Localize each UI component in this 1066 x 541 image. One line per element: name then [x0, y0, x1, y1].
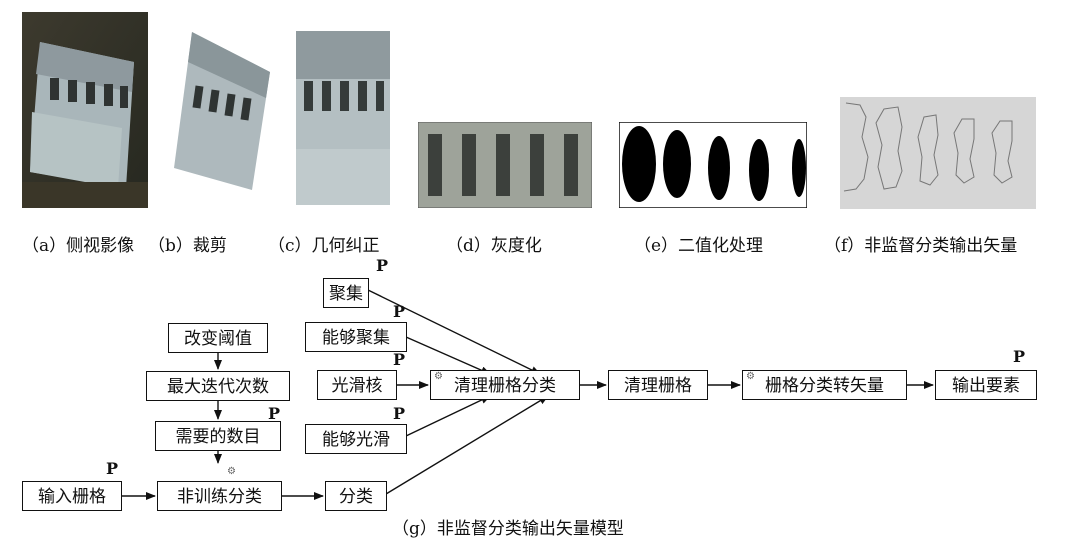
clean-raster-classes-node: 清理栅格分类	[430, 370, 580, 400]
unsupervised-classification-node: 非训练分类	[157, 481, 282, 511]
parameter-marker: P	[376, 256, 389, 275]
can-smooth-node: 能够光滑	[305, 424, 407, 454]
smooth-kernel-node: 光滑核	[317, 370, 397, 400]
classes-node: 分类	[325, 481, 387, 511]
parameter-marker: P	[268, 404, 281, 423]
panel-b-cropped-image	[174, 32, 270, 190]
panel-f-caption: （f）非监督分类输出矢量	[824, 236, 1018, 256]
panel-e-binarization-image	[619, 122, 807, 208]
parameter-marker: P	[1013, 347, 1026, 366]
input-raster-node: 输入栅格	[22, 481, 122, 511]
panel-c-caption: （c）几何纠正	[268, 236, 380, 256]
tool-gear-icon: ⚙	[434, 371, 443, 382]
parameter-marker: P	[106, 459, 119, 478]
panel-d-grayscale-image	[418, 122, 592, 208]
output-features-node: 输出要素	[935, 370, 1037, 400]
panel-e-caption: （e）二值化处理	[634, 236, 764, 256]
panel-c-geometric-correction-image	[296, 31, 390, 205]
panel-f-vector-output-image	[840, 97, 1036, 209]
required-number-node: 需要的数目	[155, 421, 281, 451]
change-threshold-node: 改变阈值	[168, 323, 268, 353]
model-caption: （g）非监督分类输出矢量模型	[392, 519, 624, 539]
parameter-marker: P	[393, 350, 406, 369]
parameter-marker: P	[393, 302, 406, 321]
raster-to-vector-node: 栅格分类转矢量	[742, 370, 907, 400]
panel-a-side-view-image	[22, 12, 148, 208]
clean-raster-node: 清理栅格	[608, 370, 708, 400]
panel-a-caption: （a）侧视影像	[22, 236, 135, 256]
panel-b-caption: （b）裁剪	[148, 236, 227, 256]
aggregate-node: 聚集	[323, 278, 369, 308]
can-aggregate-node: 能够聚集	[305, 322, 407, 352]
panel-d-caption: （d）灰度化	[446, 236, 542, 256]
tool-gear-icon: ⚙	[227, 466, 236, 477]
max-iterations-node: 最大迭代次数	[146, 371, 290, 401]
parameter-marker: P	[393, 404, 406, 423]
tool-gear-icon: ⚙	[746, 371, 755, 382]
